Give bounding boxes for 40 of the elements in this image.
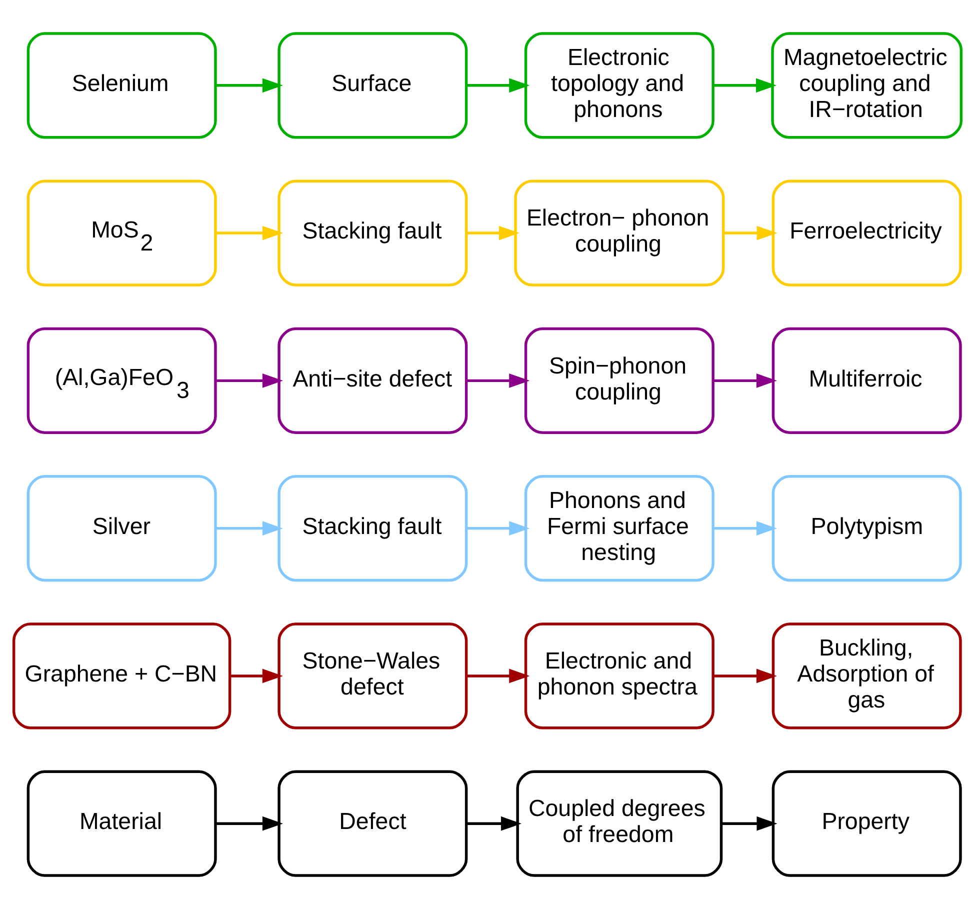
arrow [216, 816, 283, 830]
node-box: Stacking fault [278, 474, 468, 582]
arrow [466, 520, 530, 535]
arrow [466, 225, 520, 240]
node-box: Property [772, 770, 962, 876]
node-box: Selenium [26, 32, 217, 138]
arrow [713, 668, 777, 683]
arrow [466, 373, 530, 388]
node-box: Stacking fault [278, 179, 468, 286]
node-box: Magnetoelectric coupling and IR−rotation [771, 32, 963, 138]
arrow [216, 78, 283, 92]
node-box: Surface [278, 32, 468, 138]
arrow [713, 373, 777, 388]
node-box: Electron− phonon coupling [514, 179, 725, 286]
node-box: Anti−site defect [278, 326, 468, 434]
node-box: Coupled degrees of freedom [516, 770, 723, 876]
node-box: Stone−Wales defect [278, 622, 468, 729]
arrow [216, 373, 283, 388]
node-box: Graphene + C−BN [12, 622, 232, 729]
node-box: Silver [26, 474, 217, 582]
arrow [216, 520, 283, 535]
arrow [466, 668, 530, 683]
arrow [466, 816, 522, 830]
arrow [723, 225, 778, 240]
arrow [713, 78, 777, 92]
arrow [216, 225, 283, 240]
node-box: Ferroelectricity [772, 179, 962, 286]
node-box: Spin−phonon coupling [524, 326, 714, 434]
arrow [230, 668, 283, 683]
node-box: Polytypism [772, 474, 962, 582]
arrow [721, 816, 778, 830]
node-box: Defect [278, 770, 468, 876]
node-box: Buckling, Adsorption of gas [772, 622, 962, 729]
node-box: Material [26, 770, 217, 876]
node-box: Electronic and phonon spectra [524, 622, 714, 729]
node-box: Electronic topology and phonons [524, 32, 714, 138]
node-box: Multiferroic [772, 326, 962, 434]
node-box: Phonons and Fermi surface nesting [524, 474, 714, 582]
arrow [713, 520, 777, 535]
arrow [466, 78, 530, 92]
